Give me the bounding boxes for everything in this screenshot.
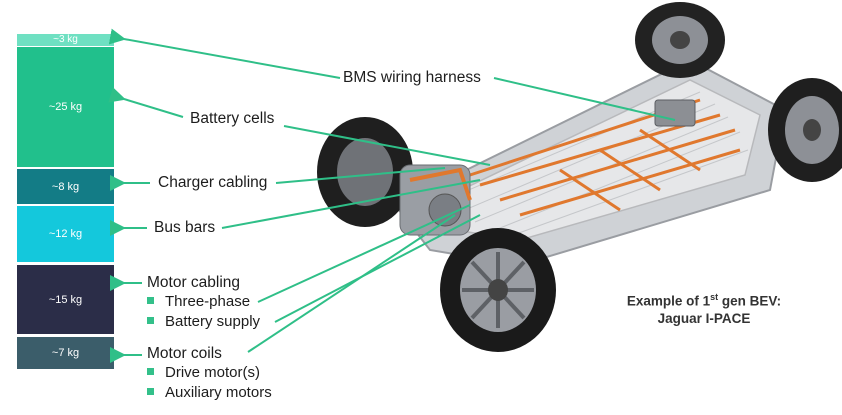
pointer-charger: [275, 167, 446, 184]
label-bms-wiring-harness: BMS wiring harness: [343, 69, 481, 86]
pointer-busbars: [221, 179, 481, 229]
stack-segment-bms: ~3 kg: [17, 34, 114, 46]
pointer-motor-coils: [247, 214, 456, 353]
item-text: Drive motor(s): [165, 364, 261, 381]
bullet-icon: [147, 368, 154, 375]
stack-label-charger: ~8 kg: [51, 180, 80, 193]
stack-segment-motor-cabling: ~15 kg: [17, 265, 114, 334]
pointer-three-phase: [257, 204, 471, 303]
motor-cabling-item-battery-supply: Battery supply: [147, 313, 260, 331]
item-text: Three-phase: [165, 293, 251, 310]
caption-line-1: Example of 1st gen BEV:: [626, 292, 782, 309]
arrow-bms-stack: [108, 28, 341, 79]
caption-line-2: Jaguar I-PACE: [657, 310, 751, 326]
motor-cabling-item-three-phase: Three-phase: [147, 293, 250, 311]
label-motor-cabling: Motor cabling: [147, 274, 241, 291]
stack-segment-battery-cells: ~25 kg: [17, 47, 114, 167]
wheel-rear-top: [635, 2, 725, 78]
stack-label-bus-bars: ~12 kg: [48, 228, 83, 240]
item-text: Battery supply: [165, 313, 261, 330]
arrow-cells-stack: [108, 87, 184, 118]
bullet-icon: [147, 297, 154, 304]
ev-chassis-illustration: [317, 2, 842, 352]
bms-unit: [654, 99, 696, 127]
label-charger-cabling: Charger cabling: [158, 174, 268, 191]
motor-coils-item-drive-motors: Drive motor(s): [147, 364, 260, 382]
bullet-icon: [147, 317, 154, 324]
example-caption: Example of 1st gen BEV: Jaguar I-PACE: [604, 289, 804, 327]
bullet-icon: [147, 388, 154, 395]
stack-segment-charger: ~8 kg: [17, 169, 114, 204]
wheel-front-left: [317, 117, 413, 227]
stack-label-motor-cabling: ~15 kg: [48, 293, 83, 306]
pointer-bms: [493, 77, 676, 121]
wheel-rear-right: [768, 78, 842, 182]
item-text: Auxiliary motors: [165, 384, 272, 401]
stack-segment-motor-coils: ~7 kg: [17, 337, 114, 369]
stack-label-motor-coils: ~7 kg: [51, 347, 80, 359]
motor-coils-item-auxiliary-motors: Auxiliary motors: [147, 384, 272, 402]
wheel-front-bottom: [440, 228, 556, 352]
stack-label-battery-cells: ~25 kg: [48, 101, 83, 113]
pointer-cells: [283, 125, 491, 166]
stack-label-bms: ~3 kg: [53, 34, 78, 45]
label-motor-coils: Motor coils: [147, 345, 222, 362]
label-battery-cells: Battery cells: [190, 110, 275, 127]
pointer-battery-supply: [274, 214, 481, 323]
stack-segment-bus-bars: ~12 kg: [17, 206, 114, 262]
label-bus-bars: Bus bars: [154, 219, 216, 236]
